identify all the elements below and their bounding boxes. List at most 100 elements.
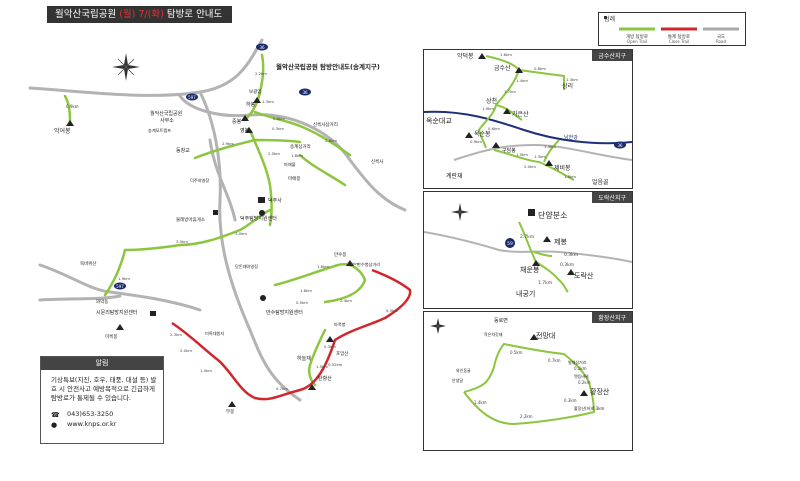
legend-bullet-icon <box>604 16 607 19</box>
phone-icon: ☎ <box>51 411 60 419</box>
dist: 1.9km <box>482 106 494 111</box>
dist: 0.3km <box>324 344 336 349</box>
label-bukbawi: 북바위산 <box>80 260 97 267</box>
notice-body: 기상특보(지진, 호우, 태풍, 대설 등) 발효 시 안전사고 예방목적으로 … <box>51 376 157 402</box>
legend-closed-sub: Close Trail <box>669 39 689 44</box>
label-pojam: 포암산 <box>336 350 348 357</box>
dist: 1.8km <box>564 174 576 179</box>
label-junbong: 중봉 <box>232 119 242 125</box>
map-subtitle: 월악산국립공원 탐방안내도(송계지구) <box>276 62 380 71</box>
open-trail-loop <box>463 342 596 426</box>
trail-maae <box>298 153 347 187</box>
road-inner <box>208 138 237 222</box>
legend-closed-label: 통제 탐방로 <box>668 33 690 40</box>
place-labels: 악어봉 0.9km 월악산국립공원 사무소 송계모트캠프 동창교 덕주야영장 덕… <box>54 88 384 415</box>
camp-icon <box>213 210 218 215</box>
peak-icon <box>492 142 500 148</box>
panel-hwangjang: 황장산지구 동로면 전망대 황장산 작은차갓재 와인동굴 안생달 벌재삼거리 <box>423 311 633 451</box>
panel-hwangjang-title: 황장산지구 <box>592 312 632 323</box>
label-tanhang: 탄항산 <box>318 375 332 382</box>
dist: 1.4km <box>544 144 556 149</box>
label: 옥순봉 <box>474 130 491 138</box>
route-36-label: 36 <box>259 45 265 50</box>
label: 황장산(하)0.3km <box>574 405 605 411</box>
legend-open-label: 개방 탐방로 <box>626 33 648 40</box>
compass-icon <box>430 318 446 334</box>
label-sinreuksa3: 신륵사삼거리 <box>313 121 338 128</box>
label-mapbong: 마폭봉 <box>334 321 346 328</box>
route-shield-597 <box>186 93 198 101</box>
label-mansu-center: 만수탐방지원센터 <box>266 309 303 316</box>
title-part1: 월악산국립공원 <box>55 9 117 20</box>
dist: 1.7km <box>504 89 516 94</box>
peak-icon <box>116 324 124 330</box>
dist: 1.3km <box>534 154 546 159</box>
route-597w-label: 597 <box>116 284 124 289</box>
panel-dorak: 도락산지구 59 단양분소 제봉 도락산 채 <box>423 191 633 309</box>
trail-bukbawi <box>123 208 272 252</box>
dist: 1.7km <box>538 280 552 286</box>
compass-icon <box>451 203 469 221</box>
dist: 5.5km <box>386 308 398 313</box>
trail-akeobong <box>63 94 72 124</box>
office-icon <box>528 209 535 216</box>
dist: 1.9km <box>347 261 359 266</box>
route-shields: 36 597 36 597 <box>114 43 311 290</box>
dist: 1.6km <box>500 52 512 57</box>
poi-markers <box>66 97 354 407</box>
road-east <box>178 94 407 212</box>
label-habong: 하봉 <box>246 101 256 108</box>
hwangjang-map: 동로면 전망대 황장산 작은차갓재 와인동굴 안생달 벌재삼거리 멧등바위 황장… <box>430 317 610 426</box>
dist: 1.4km <box>516 78 528 83</box>
notice-web-row[interactable]: ● www.knps.or.kr <box>41 419 163 429</box>
route-label: 36 <box>617 143 623 148</box>
road <box>423 231 633 263</box>
label: 제비봉 <box>554 164 571 172</box>
label: 가은산 <box>512 110 529 118</box>
notice-web[interactable]: www.knps.or.kr <box>67 420 117 428</box>
peak-icon <box>503 108 511 114</box>
dist: 3.0km <box>176 239 188 244</box>
dist: 0.3km <box>272 126 284 131</box>
label-mareum: 마애봉 <box>288 175 300 182</box>
dist: 1.9km <box>118 276 130 281</box>
label-hanuljae: 하늘재 <box>297 355 311 362</box>
label-akeobong: 악어봉 <box>54 127 71 135</box>
peak-icon <box>543 236 551 242</box>
label-datbawi: 닷돈재야영장 <box>235 263 258 270</box>
peak-icon <box>245 127 253 133</box>
dist: 2.0km <box>524 164 536 169</box>
dist: 2.0km <box>268 151 280 156</box>
label-office2: 사무소 <box>160 117 174 124</box>
dist: 2.7km <box>520 234 534 240</box>
compass-icon <box>112 53 140 81</box>
trail-deokju <box>248 128 273 227</box>
notice-heading: 알림 <box>41 357 163 370</box>
dist: 1.4km <box>474 400 487 405</box>
center-icon <box>259 210 265 216</box>
route-shield-36-b <box>299 88 311 96</box>
legend-svg: 범례 개방 탐방로 Open Trail 통제 탐방로 Close Trail … <box>604 15 739 44</box>
peak-icon <box>515 67 523 73</box>
label: 옥순대교 <box>426 117 452 125</box>
dist: 1.3km <box>262 99 274 104</box>
route-shield <box>614 141 626 149</box>
main-trail-map: 36 597 36 597 월악산국립공원 탐방안내도(송계지구) <box>28 38 412 415</box>
dist: 1.5km <box>516 152 528 157</box>
peak-icon <box>545 160 553 166</box>
label-maaebul: 마애불 <box>284 161 296 168</box>
legend-title: 범례 <box>604 15 615 23</box>
dist: 2.4km <box>340 298 352 303</box>
label-mansubong: 만수봉 <box>334 251 346 258</box>
peak-icon <box>580 390 588 396</box>
dist: 2.9km <box>222 141 234 146</box>
legend-road-label: 국도 <box>717 34 725 40</box>
label-sinmun: 시문리탐방지원센터 <box>96 309 137 316</box>
label-deokju-temple: 덕주사 <box>268 197 282 204</box>
route-36b-label: 36 <box>302 90 308 95</box>
route-shield-36-top <box>256 43 268 51</box>
trail-hanuljae <box>307 328 327 387</box>
legend-open-sub: Open Trail <box>627 39 647 44</box>
peak-icon <box>326 336 334 342</box>
